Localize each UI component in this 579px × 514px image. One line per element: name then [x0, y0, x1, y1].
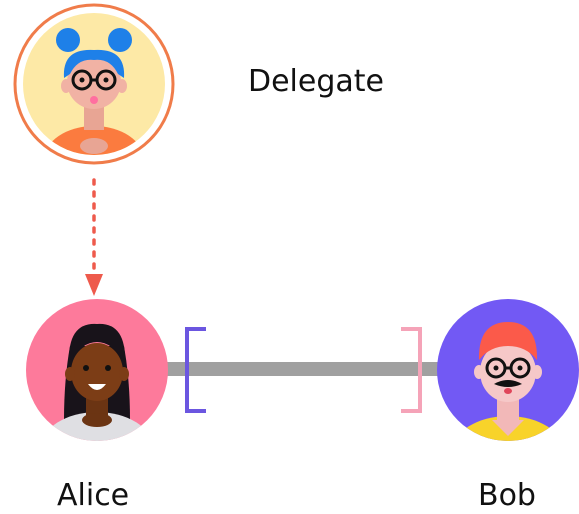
alice-channel-bracket	[185, 327, 206, 413]
delegate-avatar	[13, 3, 175, 165]
man-with-glasses-and-mustache-icon	[452, 322, 564, 441]
smiling-woman-icon	[41, 323, 153, 441]
bob-avatar	[437, 299, 579, 441]
bob-channel-bracket	[401, 327, 422, 413]
bob-label: Bob	[478, 478, 536, 513]
alice-avatar	[26, 299, 168, 441]
delegation-arrow	[85, 178, 103, 296]
channel-bar	[160, 362, 440, 376]
woman-with-glasses-icon	[44, 28, 144, 155]
alice-label: Alice	[57, 478, 130, 513]
delegate-label: Delegate	[248, 64, 384, 99]
